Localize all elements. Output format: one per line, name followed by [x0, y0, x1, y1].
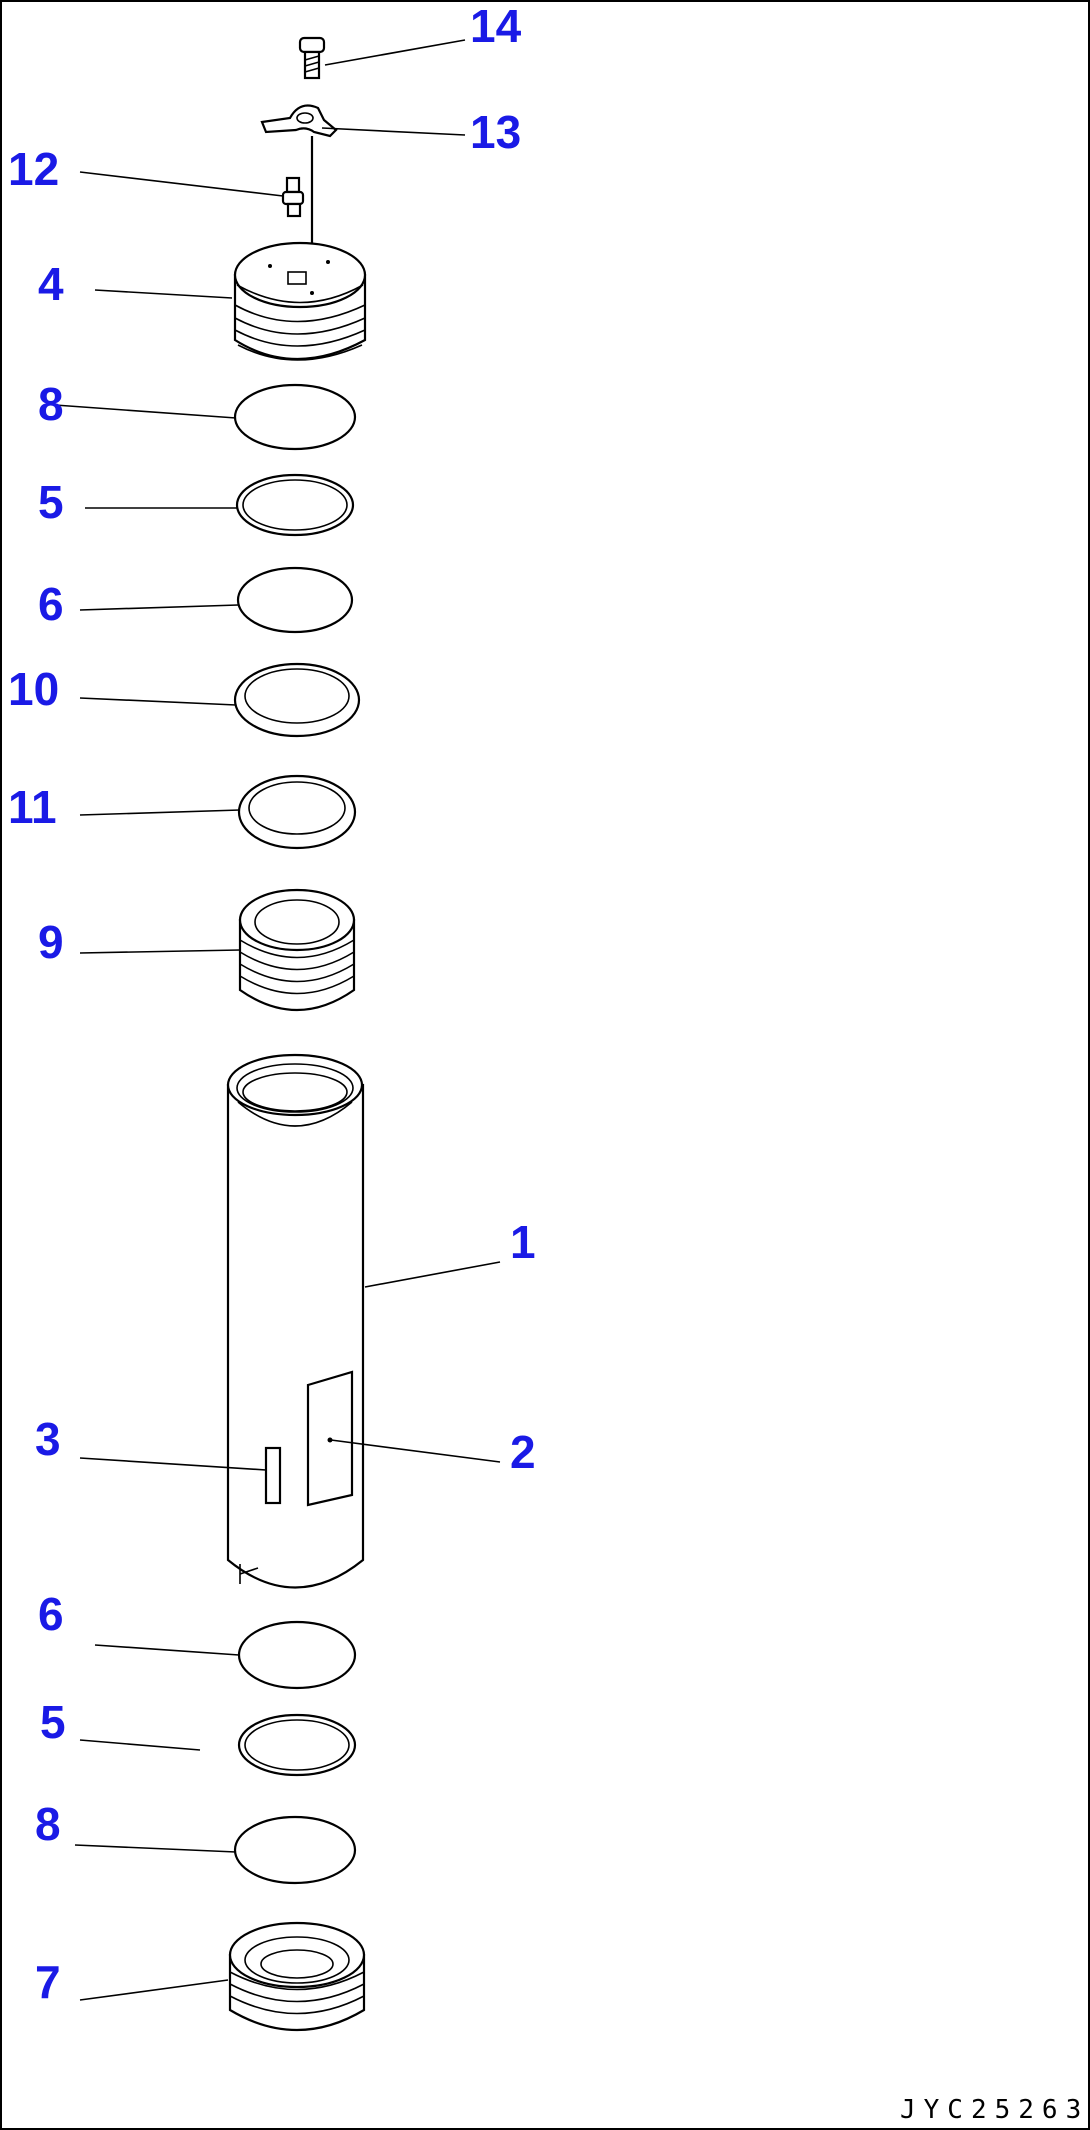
- callout-6-lower: 6: [38, 1588, 64, 1640]
- callout-9: 9: [38, 916, 64, 968]
- callout-4: 4: [38, 258, 64, 310]
- callout-14: 14: [470, 0, 522, 52]
- part-5-backup-ring-lower: [237, 1713, 357, 1777]
- callout-11: 11: [8, 781, 57, 833]
- callout-5-upper: 5: [38, 476, 64, 528]
- part-8-oring-upper: [233, 383, 357, 451]
- callout-1: 1: [510, 1216, 536, 1268]
- callout-3: 3: [35, 1413, 61, 1465]
- callout-2: 2: [510, 1426, 536, 1478]
- callout-labels: 14 13 12 4 8 5 6 10 11 9 1 3 2 6 5 8 7: [8, 0, 536, 2008]
- part-6-oring-lower: [237, 1620, 357, 1690]
- callout-10: 10: [8, 663, 59, 715]
- leader-lines: [54, 39, 501, 2001]
- callout-13: 13: [470, 106, 521, 158]
- part-8-oring-lower: [233, 1815, 357, 1885]
- part-4-head-cap: [233, 241, 367, 361]
- callout-5-lower: 5: [40, 1696, 66, 1748]
- part-10-ring: [233, 662, 361, 738]
- part-12-fitting: [281, 176, 305, 218]
- drawing-code: JYC25263: [900, 2095, 1089, 2125]
- callout-12: 12: [8, 143, 59, 195]
- callout-8-lower: 8: [35, 1798, 61, 1850]
- part-11-ring: [237, 774, 357, 850]
- callout-7: 7: [35, 1956, 61, 2008]
- part-6-oring-upper: [236, 566, 354, 634]
- part-7-bottom-piece: [228, 1921, 366, 2031]
- part-14-bolt: [298, 36, 326, 80]
- part-1-cylinder-tube: [226, 1053, 365, 1589]
- part-9-piston: [238, 888, 356, 1012]
- callout-8-upper: 8: [38, 378, 64, 430]
- part-5-backup-ring-upper: [235, 473, 355, 537]
- callout-6-upper: 6: [38, 578, 64, 630]
